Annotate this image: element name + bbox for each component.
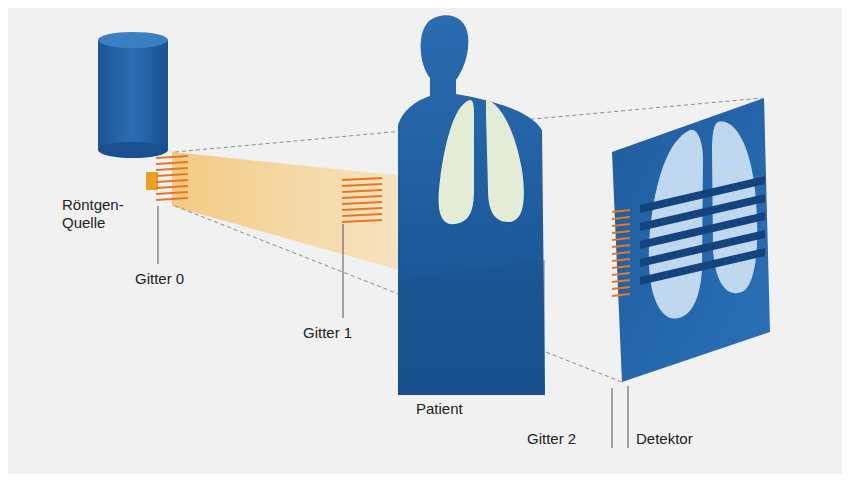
detector xyxy=(612,98,770,382)
background xyxy=(8,8,842,474)
grating-1 xyxy=(342,178,382,222)
grating-label: Gitter 2 xyxy=(527,430,607,448)
grating-label: Gitter 1 xyxy=(303,324,393,342)
patient xyxy=(398,15,545,395)
source-label: Röntgen- Quelle xyxy=(62,196,132,232)
x-ray-source xyxy=(98,32,168,190)
patient-label: Patient xyxy=(416,400,506,418)
detector-label: Detektor xyxy=(636,430,726,448)
grating-2 xyxy=(612,210,630,296)
grating-label: Gitter 0 xyxy=(135,270,225,288)
leader-line xyxy=(158,206,628,448)
grating-0 xyxy=(156,156,188,200)
